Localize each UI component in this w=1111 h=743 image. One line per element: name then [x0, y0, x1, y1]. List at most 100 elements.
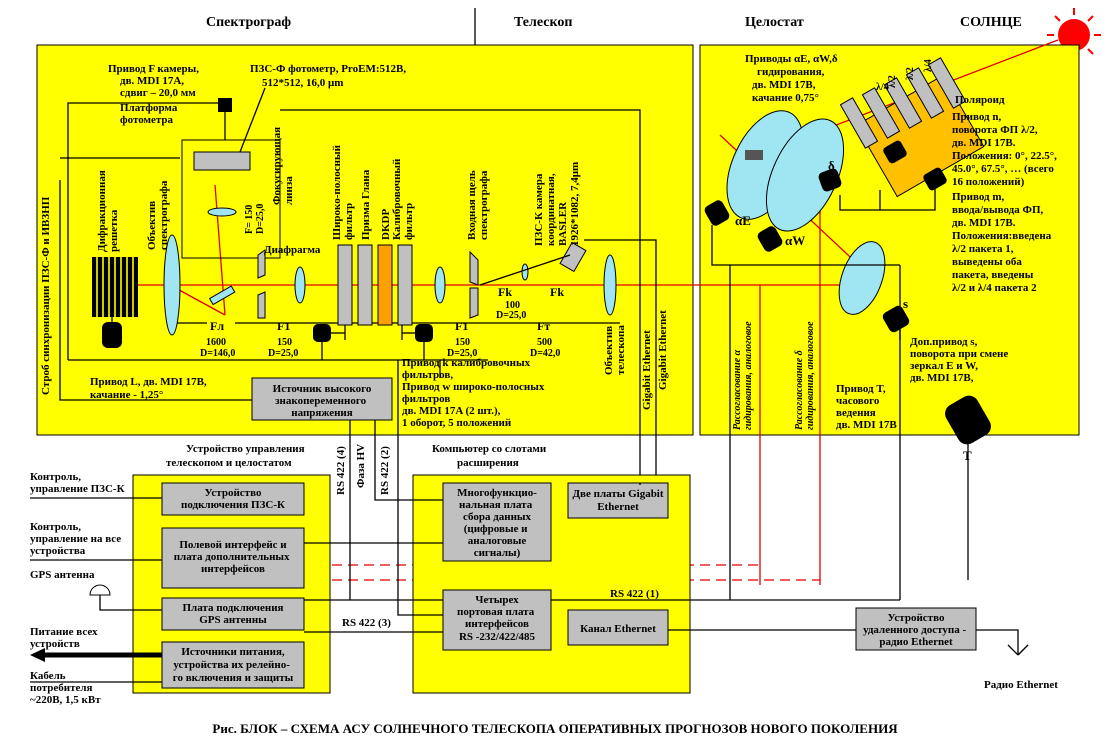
calibration-label: Калибровочныйфильтр — [391, 158, 415, 240]
serial-board — [442, 589, 552, 651]
glan-prism — [357, 244, 373, 326]
fl-bg — [207, 318, 235, 332]
power-output-arrow — [30, 648, 162, 662]
drive-f-motor-icon — [218, 98, 232, 140]
gige-line-2 — [584, 239, 657, 485]
power-supply — [161, 641, 305, 689]
mismatch-a-label: Рассогласование αгидирования, аналоговое — [732, 321, 754, 430]
rs422-4-label: RS 422 (4) — [335, 446, 347, 495]
gps-antenna-label: GPS антенна — [30, 569, 95, 581]
strobe-label: Строб синхронизации ПЗС-Ф и ИВЗНП — [40, 196, 52, 395]
filter-drive-k-icon — [401, 324, 433, 342]
header-coelostat: Целостат — [745, 15, 804, 30]
mirror-s — [838, 241, 886, 315]
polarization-unit — [839, 57, 985, 198]
fk2-label: Fk — [550, 285, 564, 299]
lens-fk — [521, 263, 529, 281]
gigabit-ethernet-2: Gigabit Ethernet — [657, 310, 669, 390]
rs422-3-label: RS 422 (3) — [342, 617, 391, 629]
mismatch-d-label: Рассогласование δгидирования, аналоговое — [794, 321, 816, 430]
entrance-slit-lower — [469, 287, 479, 319]
drive-f-label: Привод F камеры, дв. MDI 17А, сдвиг – 20… — [108, 63, 202, 99]
motor-delta-icon — [818, 168, 842, 192]
lens-f1-second — [434, 266, 446, 304]
header-telescope: Телескоп — [514, 15, 572, 30]
drive-m-label: Привод m,ввода/вывода ФП, дв. MDI 17B.По… — [952, 191, 1054, 294]
label-ae: αE — [735, 213, 751, 228]
focusing-lens — [207, 207, 237, 217]
drive-n-label: Привод n,поворота ФП λ/2, дв. MDI 17B.По… — [952, 111, 1060, 188]
gps-interface — [161, 597, 305, 631]
header-spectrograph: Спектрограф — [206, 15, 291, 30]
waveplate-label-2: λ/2 — [887, 75, 898, 88]
filter-drive-w-icon — [313, 324, 346, 342]
wideband-label: Широко-полосныйфильтр — [331, 144, 355, 240]
label-delta: δ — [828, 158, 835, 173]
pzs-f-label: ПЗС-Ф фотометр, ProEM:512B, 512*512, 16,… — [250, 63, 409, 89]
daq-board — [442, 482, 552, 562]
motor-t-icon — [945, 395, 991, 445]
pzs-k-interface — [161, 482, 305, 516]
dkdp-crystal — [377, 244, 393, 326]
polaroid-label: Поляроид — [955, 94, 1005, 106]
label-aw: αW — [785, 233, 805, 248]
remote-access-device — [855, 607, 977, 651]
folding-mirror — [208, 285, 236, 306]
ethernet-channel — [567, 609, 669, 646]
motor-m-icon — [923, 167, 947, 191]
motor-n-icon — [883, 140, 907, 164]
phase-hv-label: Фаза HV — [355, 444, 367, 488]
rs422-2-label: RS 422 (2) — [379, 446, 391, 495]
entrance-slit-label: Входная щельспектрографа — [466, 170, 490, 240]
radio-antenna-icon — [976, 629, 1029, 656]
dkdp-label: DKDP — [380, 209, 392, 240]
wideband-filter — [337, 244, 353, 326]
gigabit-ethernet-1: Gigabit Ethernet — [641, 330, 653, 410]
interconnect-wiring — [304, 360, 900, 633]
pzs-f-pointer — [239, 87, 266, 153]
control-k-ext-label: Контроль,управление ПЗС-К — [30, 471, 125, 495]
camera-k-label: ПЗС-К камеракоординатная, BASLER1926*108… — [533, 162, 581, 246]
waveplate-labels: λ/4 — [876, 82, 889, 93]
diffraction-grating — [92, 257, 138, 317]
drive-l-label: Привод L, дв. MDI 17B,качание - 1,25° — [90, 376, 207, 401]
glan-label: Призма Глана — [360, 169, 372, 240]
spectrograph-objective-lens — [163, 234, 181, 336]
header-sun: СОЛНЦЕ — [960, 15, 1022, 30]
spectrograph-wiring — [59, 102, 641, 401]
focus-params: F= 150D=25,0 — [244, 204, 266, 234]
diaphragm-label: Диафрагма — [264, 244, 321, 256]
lens-f1 — [294, 266, 306, 304]
control-all-ext-label: Контроль,управление на все устройства — [30, 521, 124, 557]
fk-label: Fk — [498, 285, 512, 299]
ft-label: Fт — [537, 319, 550, 333]
camera-k-sensor — [559, 241, 587, 273]
gps-antenna-icon — [89, 584, 162, 611]
photometer-box — [181, 139, 281, 259]
power-supply-label: Источники питания,устройства их релейно-… — [173, 646, 294, 684]
drive-s-label: Доп.привод s,поворота при смене зеркал E… — [910, 336, 1011, 384]
field-interface — [161, 527, 305, 589]
calibration-filter — [397, 244, 413, 326]
telescope-objective-label: Объективтелескопа — [603, 325, 627, 375]
pzs-f-detector — [193, 151, 251, 171]
motor-s-icon — [882, 305, 910, 333]
focusing-lens-label: Фокусирующаялинза — [271, 127, 295, 205]
